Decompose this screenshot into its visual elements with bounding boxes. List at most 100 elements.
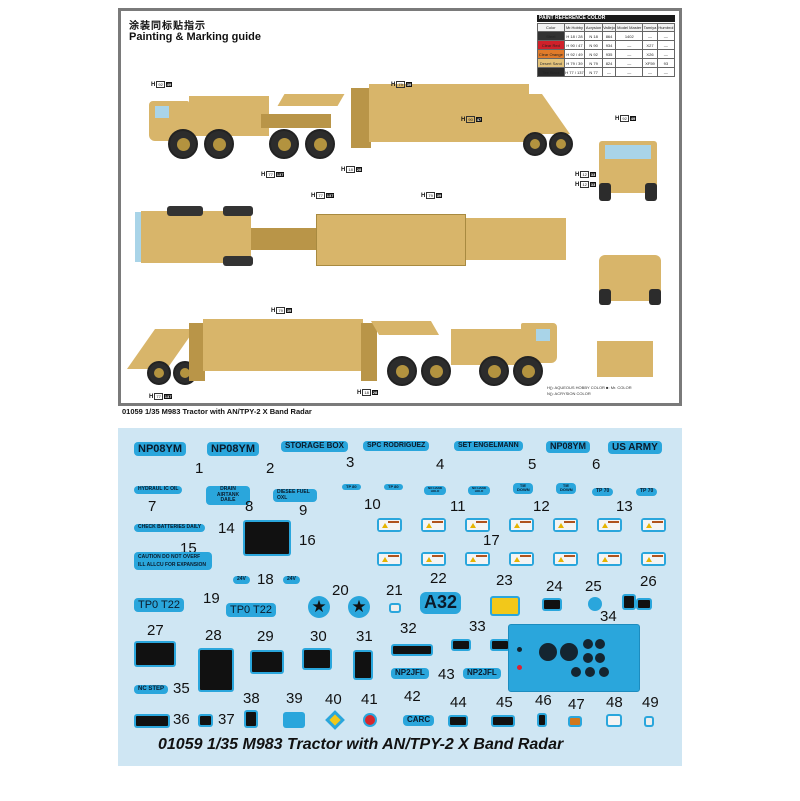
table-row: Steel H 18 / 28 N 18 864 1402 — — — [537, 31, 676, 41]
decal-1: NP08YM — [134, 442, 187, 457]
decal-number-39: 39 — [286, 690, 303, 707]
warning-decal — [465, 552, 490, 566]
table-cell: XF59 — [642, 58, 658, 68]
table-cell: N 79 — [584, 58, 603, 68]
rear-view — [591, 251, 669, 306]
decal-46 — [537, 713, 547, 727]
table-cell: — — [656, 67, 676, 77]
table-cell: N 92 — [584, 49, 603, 59]
decal-number-20: 20 — [332, 582, 349, 599]
decal-number-22: 22 — [430, 570, 447, 587]
decal-11b: NO HAND HOLD — [468, 486, 490, 495]
side-view-right-facing — [126, 311, 561, 391]
warning-decal — [641, 552, 666, 566]
warning-decal — [465, 518, 490, 532]
table-cell: H 18 / 28 — [563, 31, 586, 41]
col-tamiya: Tamiya — [642, 23, 658, 32]
col-vallejo: Vallejo — [601, 23, 617, 32]
decal-number-38: 38 — [243, 690, 260, 707]
decal-45 — [491, 715, 515, 727]
decal-10a: TP 80 — [342, 484, 361, 491]
side-view-left-facing — [131, 66, 573, 176]
table-row: Tire Black H 77 / 137 N 77 — — — — — [537, 67, 676, 77]
decal-number-29: 29 — [257, 628, 274, 645]
decal-29 — [250, 650, 284, 674]
decal-48 — [606, 714, 622, 727]
table-cell: H 92 / 49 — [563, 49, 586, 59]
decal-5: SET ENGELMANN — [454, 441, 523, 451]
decal-sheet: NP08YM 1 NP08YM 2 STORAGE BOX 3 SPC RODR… — [118, 428, 682, 766]
warning-decal — [553, 518, 578, 532]
warning-decal — [597, 552, 622, 566]
decal-number-14: 14 — [218, 520, 235, 537]
painting-guide-panel: 涂装同标贴指示 Painting & Marking guide PAINT R… — [118, 8, 682, 406]
decal-15: CAUTION DO NOT OVERF ILL ALLCU FOR EXPAN… — [134, 552, 212, 570]
color-swatch: Steel — [537, 31, 565, 41]
decal-sheet-caption: 01059 1/35 M983 Tractor with AN/TPY-2 X … — [158, 736, 564, 753]
warning-decal — [377, 518, 402, 532]
decal-number-12: 12 — [533, 498, 550, 515]
legend-line-2: N(): ACRYSION COLOR — [547, 391, 591, 396]
star-decal-icon: ★ — [348, 596, 370, 618]
decal-number-48: 48 — [606, 694, 623, 711]
col-mrhobby: Mr.Hobby — [563, 23, 586, 32]
decal-number-23: 23 — [496, 572, 513, 589]
decal-31 — [353, 650, 373, 680]
decal-number-2: 2 — [266, 460, 275, 477]
decal-13b: TP 70 — [636, 488, 658, 496]
decal-number-24: 24 — [546, 578, 563, 595]
decal-42: CARC — [403, 715, 435, 726]
decal-27 — [134, 641, 176, 667]
decal-number-46: 46 — [535, 692, 552, 709]
table-cell: X26 — [642, 49, 658, 59]
decal-number-9: 9 — [299, 502, 308, 519]
decal-9: DIESEE FUEL OXL — [273, 489, 317, 502]
decal-47 — [568, 716, 582, 727]
warning-decal — [597, 518, 622, 532]
decal-number-21: 21 — [386, 582, 403, 599]
decal-18a: 24V — [233, 576, 250, 584]
decal-number-5: 5 — [528, 456, 537, 473]
decal-24 — [542, 598, 562, 611]
col-acrysion: Acrysion — [584, 23, 603, 32]
decal-6: NP08YM — [546, 441, 591, 453]
decal-4: SPC RODRIGUEZ — [363, 441, 430, 451]
guide-caption: 01059 1/35 M983 Tractor with AN/TPY-2 X … — [122, 407, 312, 416]
color-swatch: Clear Red — [537, 40, 565, 50]
col-humbrol: Humbrol — [656, 23, 676, 32]
decal-number-40: 40 — [325, 691, 342, 708]
decal-3: STORAGE BOX — [281, 441, 348, 452]
warning-decal — [509, 518, 534, 532]
decal-43a: NP2JFL — [391, 668, 429, 679]
legend-line-1: H(): AQUEOUS HOBBY COLOR ■: Mr. COLOR — [547, 385, 632, 390]
front-view — [593, 133, 665, 203]
decal-number-45: 45 — [496, 694, 513, 711]
decal-number-47: 47 — [568, 696, 585, 713]
warning-decal — [377, 552, 402, 566]
table-cell: 824 — [601, 58, 617, 68]
decal-number-4: 4 — [436, 456, 445, 473]
table-cell: — — [601, 67, 617, 77]
decal-number-18: 18 — [257, 571, 274, 588]
table-cell: — — [642, 67, 658, 77]
table-cell: 864 — [601, 31, 617, 41]
decal-7: HYDRAUL IC OIL — [134, 486, 183, 494]
paint-reference-table: Color Mr.Hobby Acrysion Vallejo Model Ma… — [537, 23, 676, 77]
decal-19b: TP0 T22 — [226, 603, 276, 618]
table-cell: — — [642, 31, 658, 41]
decal-number-1: 1 — [195, 460, 204, 477]
decal-44 — [448, 715, 468, 727]
table-cell: N 90 — [584, 40, 603, 50]
table-cell: H 90 / 47 — [563, 40, 586, 50]
decal-37 — [198, 714, 213, 727]
